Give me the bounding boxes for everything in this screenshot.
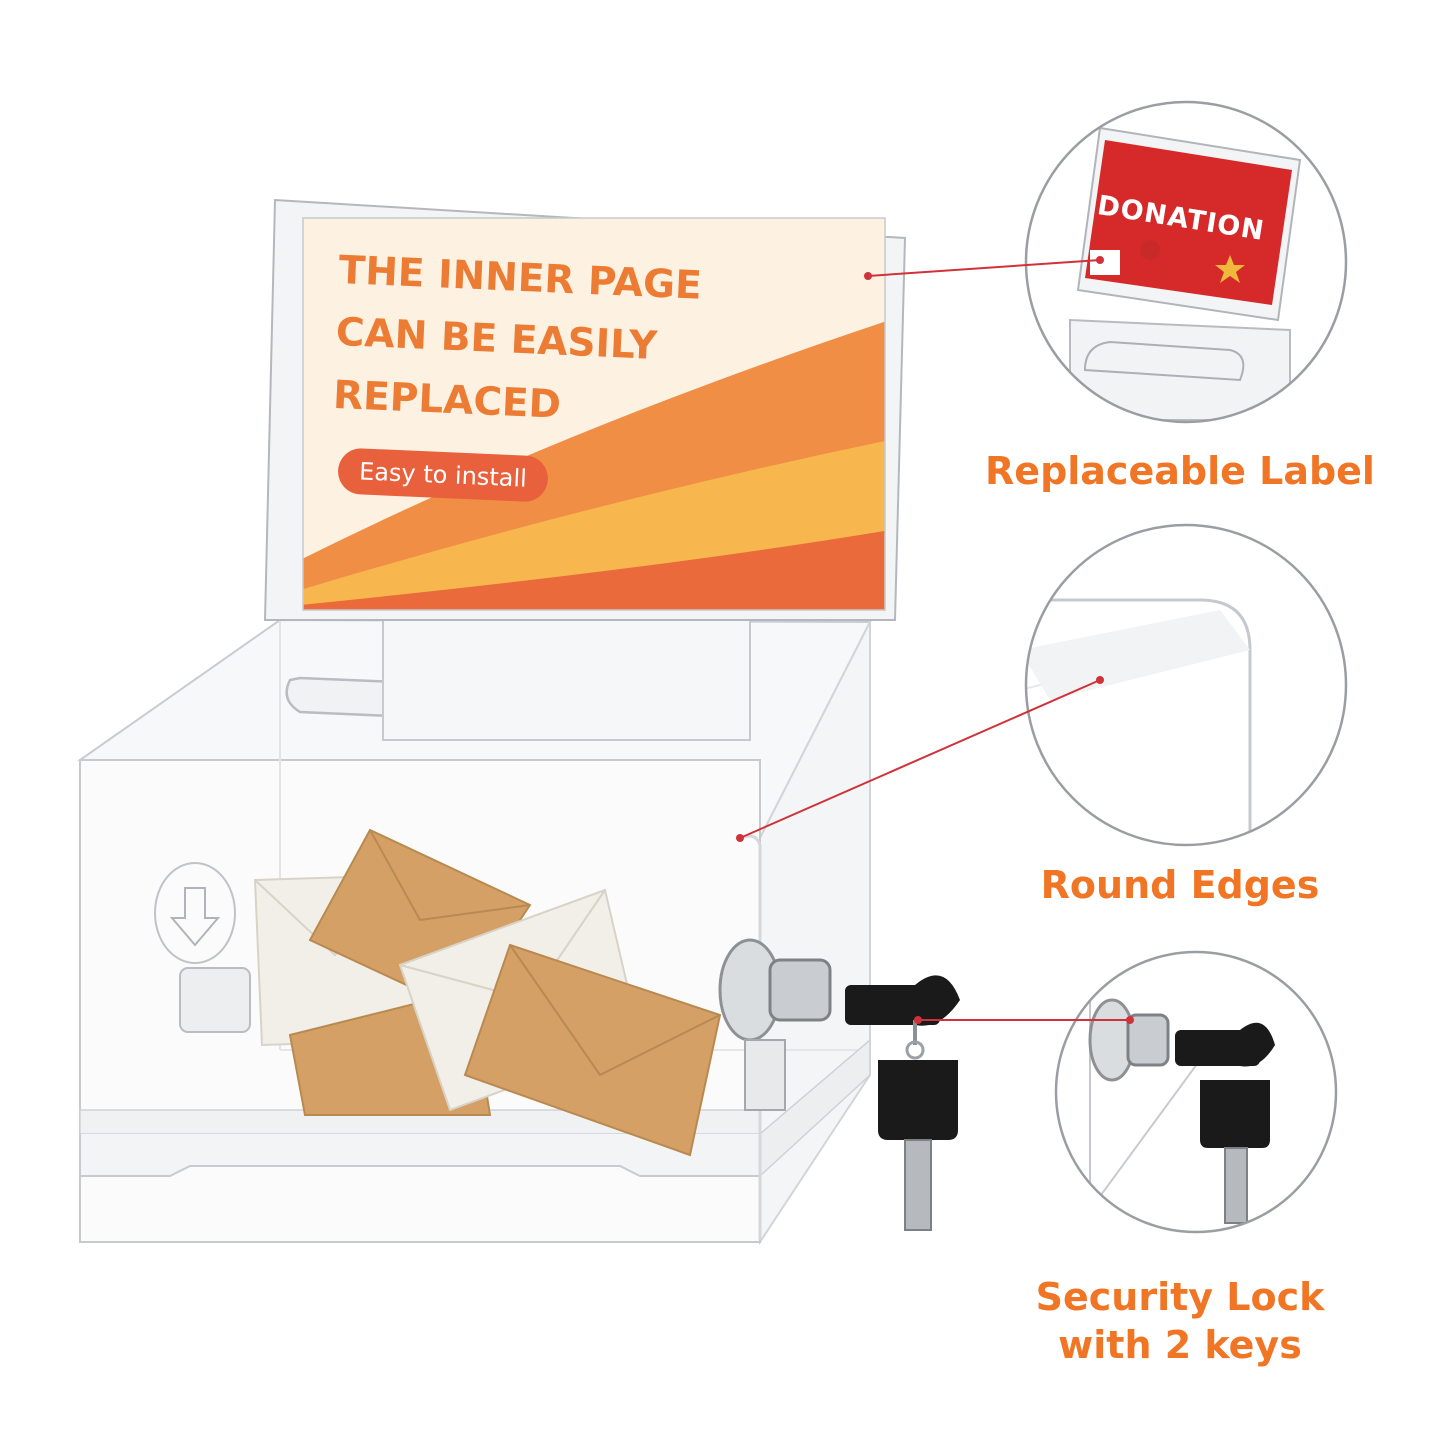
- security-lock-line-1: Security Lock: [1035, 1275, 1325, 1319]
- sign-heading: THE INNER PAGE CAN BE EASILY REPLACED: [332, 240, 800, 447]
- callout-circle-edges: [1024, 523, 1348, 847]
- leader-lines: [736, 256, 1134, 1024]
- feature-label-round-edges: Round Edges: [1040, 863, 1320, 907]
- security-lock-line-2: with 2 keys: [1058, 1322, 1302, 1367]
- lock-and-keys: [718, 938, 960, 1231]
- easy-install-badge: Easy to install: [337, 447, 549, 503]
- callout-circle-label: [1024, 100, 1348, 424]
- callout-circle-lock: [1054, 950, 1338, 1234]
- sign-panel: [263, 198, 907, 621]
- feature-label-replaceable: Replaceable Label: [985, 449, 1375, 493]
- envelopes: [253, 828, 722, 1157]
- feature-label-security-lock: Security Lock with 2 keys: [990, 1274, 1370, 1369]
